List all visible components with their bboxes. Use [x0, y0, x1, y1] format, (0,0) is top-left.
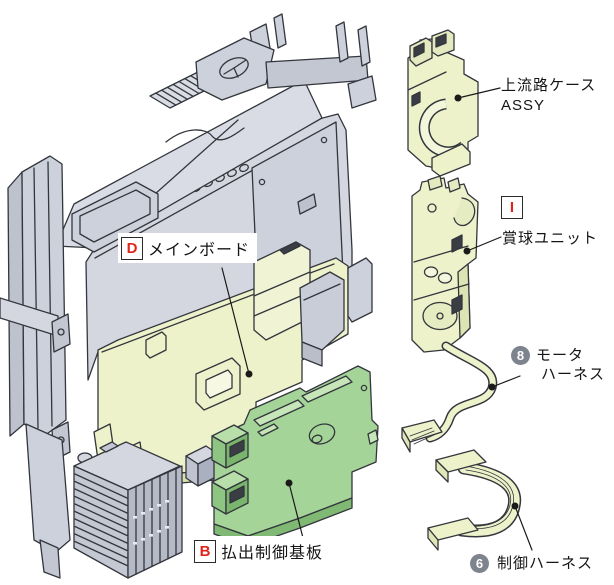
motor-harness-part — [401, 341, 498, 453]
mid-bracket — [299, 257, 373, 367]
left-wall — [0, 155, 71, 579]
heatsink-block — [73, 441, 183, 579]
top-brackets — [195, 13, 377, 109]
motor-harness-label: 8 モータ ハーネス — [511, 346, 605, 384]
prize-unit-letter-box: I — [501, 196, 523, 219]
prize-unit-label: 賞球ユニット — [502, 230, 599, 247]
motor-harness-number-badge: 8 — [511, 346, 530, 365]
upper-case-label-line1: 上流路ケース — [501, 77, 597, 94]
motor-harness-label-line2: ハーネス — [541, 366, 606, 383]
payout-board-letter-box: B — [194, 539, 216, 563]
main-board-letter-box: D — [121, 236, 143, 260]
control-harness-label-text: 制御ハーネス — [497, 555, 594, 572]
payout-board-label-text: 払出制御基板 — [221, 545, 324, 562]
main-board-label-text: メインボード — [148, 242, 251, 259]
upper-case-label-line2: ASSY — [501, 97, 546, 114]
upper-case-label: 上流路ケース ASSY — [501, 76, 596, 116]
upper-case-part — [407, 29, 479, 177]
control-harness-part — [427, 449, 522, 551]
payout-board-label: B 払出制御基板 — [191, 536, 331, 566]
control-harness-label: 6 制御ハーネス — [470, 554, 593, 573]
prize-unit-part — [411, 175, 479, 353]
main-board-label: D メインボード — [118, 233, 258, 263]
leader-lines — [221, 87, 533, 551]
payout-board-part — [211, 365, 379, 547]
control-harness-number-badge: 6 — [470, 554, 489, 573]
motor-harness-label-line1: モータ — [536, 347, 585, 364]
